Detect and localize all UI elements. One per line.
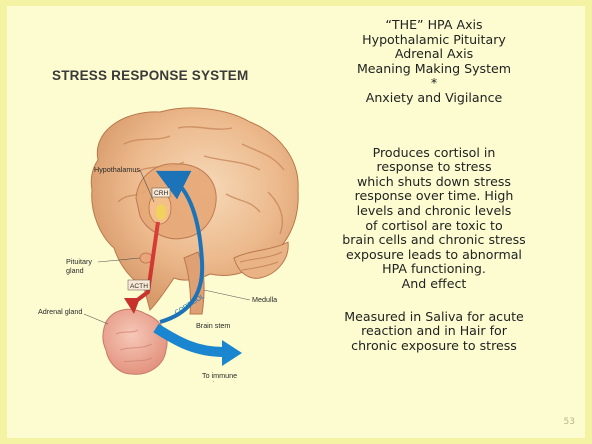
heading-line: Adrenal Axis <box>300 47 568 62</box>
slide-text-column: “THE” HPA Axis Hypothalamic Pituitary Ad… <box>300 8 568 353</box>
page-number: 53 <box>564 417 575 427</box>
measure-line: chronic exposure to stress <box>300 339 568 354</box>
label-acth: ACTH <box>130 283 148 290</box>
adrenal-gland-illustration <box>103 309 167 374</box>
stress-response-diagram: STRESS RESPONSE SYSTEM <box>28 52 318 382</box>
body-line: which shuts down stress <box>300 175 568 190</box>
slide-border-bottom <box>0 438 592 444</box>
body-line: response to stress <box>300 160 568 175</box>
label-hypothalamus: Hypothalamus <box>94 165 140 174</box>
body-block: Produces cortisol in response to stress … <box>300 146 568 292</box>
body-line: And effect <box>300 277 568 292</box>
body-line: response over time. High <box>300 189 568 204</box>
measure-line: Measured in Saliva for acute <box>300 310 568 325</box>
body-line: exposure leads to abnormal <box>300 248 568 263</box>
body-line: brain cells and chronic stress <box>300 233 568 248</box>
label-immune-line2: system <box>202 379 225 382</box>
label-medulla: Medulla <box>252 295 277 304</box>
slide-border-right <box>585 0 592 444</box>
heading-line: Anxiety and Vigilance <box>300 91 568 106</box>
body-line: levels and chronic levels <box>300 204 568 219</box>
heading-line: Meaning Making System <box>300 62 568 77</box>
heading-line: “THE” HPA Axis <box>300 18 568 33</box>
measure-line: reaction and in Hair for <box>300 324 568 339</box>
label-pituitary-line1: Pituitary <box>66 257 92 266</box>
slide-border-top <box>0 0 592 6</box>
heading-line: Hypothalamic Pituitary <box>300 33 568 48</box>
label-crh: CRH <box>154 190 169 197</box>
body-line: of cortisol are toxic to <box>300 219 568 234</box>
diagram-title: STRESS RESPONSE SYSTEM <box>52 68 248 83</box>
label-pituitary-line2: gland <box>66 266 84 275</box>
label-adrenal-gland: Adrenal gland <box>38 307 82 316</box>
slide-border-left <box>0 0 7 444</box>
measure-block: Measured in Saliva for acute reaction an… <box>300 310 568 354</box>
heading-line: * <box>300 76 568 91</box>
label-brain-stem: Brain stem <box>196 321 230 330</box>
heading-block: “THE” HPA Axis Hypothalamic Pituitary Ad… <box>300 18 568 106</box>
body-line: Produces cortisol in <box>300 146 568 161</box>
body-line: HPA functioning. <box>300 262 568 277</box>
